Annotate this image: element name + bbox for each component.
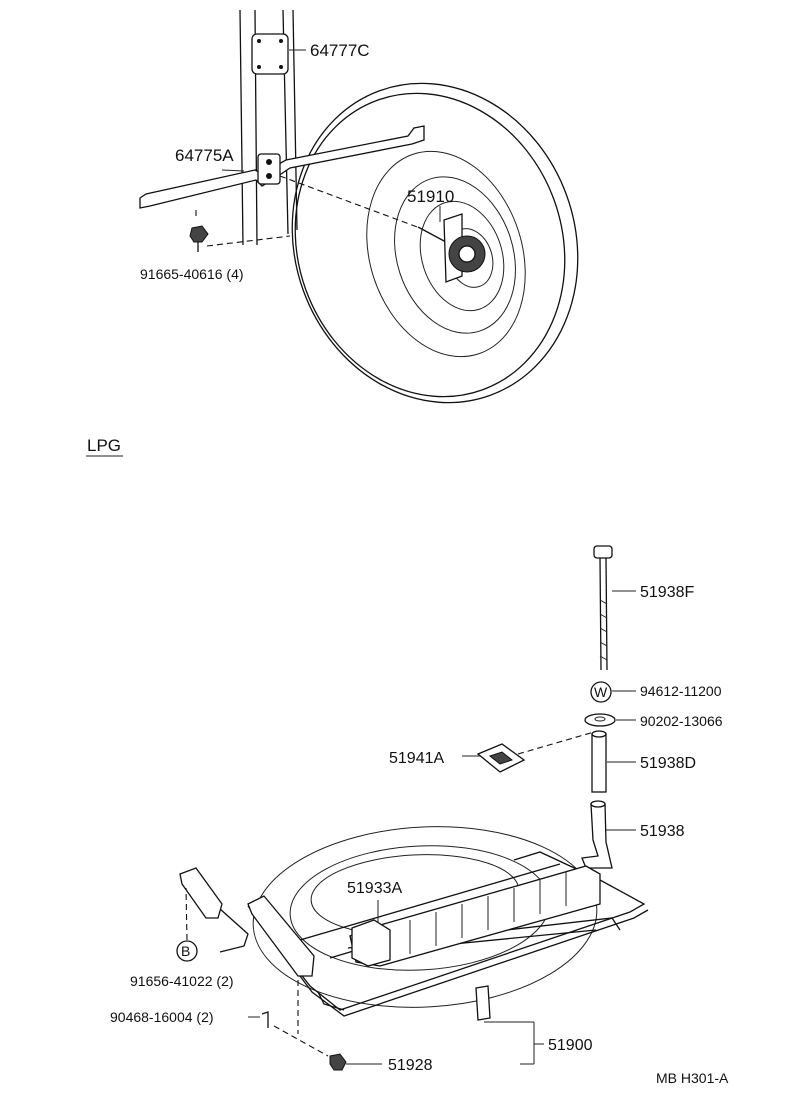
label-51910: 51910 bbox=[407, 187, 454, 206]
label-90202: 90202-13066 bbox=[640, 713, 723, 729]
washer-mark: W bbox=[594, 684, 608, 700]
washer-90202 bbox=[584, 713, 636, 727]
bolt-91656: B bbox=[176, 887, 198, 962]
label-94612: 94612-11200 bbox=[640, 683, 722, 699]
plate-51941a bbox=[462, 731, 595, 773]
label-51941a: 51941A bbox=[389, 750, 444, 767]
bolt-mark: B bbox=[181, 943, 190, 959]
diagram-code: MB H301-A bbox=[656, 1070, 729, 1086]
label-51938d: 51938D bbox=[640, 755, 696, 772]
label-51938: 51938 bbox=[640, 823, 685, 840]
label-91656: 91656-41022 (2) bbox=[130, 973, 234, 989]
label-51928: 51928 bbox=[388, 1057, 433, 1074]
tube-51938d bbox=[591, 730, 636, 793]
label-91665: 91665-40616 (4) bbox=[140, 266, 244, 282]
label-51900: 51900 bbox=[548, 1037, 593, 1054]
hook-51938 bbox=[581, 800, 636, 869]
bolt-91665 bbox=[189, 208, 291, 252]
hold-down-51910 bbox=[279, 175, 486, 283]
label-64777c: 64777C bbox=[310, 41, 370, 60]
bolt-51928 bbox=[329, 1053, 382, 1071]
label-64775a: 64775A bbox=[175, 146, 234, 165]
label-51938f: 51938F bbox=[640, 584, 694, 601]
plate-64777c bbox=[251, 33, 306, 75]
lpg-assembly: W bbox=[176, 545, 649, 1071]
label-51933a: 51933A bbox=[347, 880, 402, 897]
washer-94612: W bbox=[590, 681, 636, 703]
label-90468: 90468-16004 (2) bbox=[110, 1009, 214, 1025]
long-bolt-51938f bbox=[593, 545, 636, 671]
spare-tire bbox=[291, 82, 579, 404]
lpg-heading: LPG bbox=[87, 436, 121, 455]
upper-assembly bbox=[139, 9, 579, 404]
leader-51900 bbox=[484, 1021, 544, 1065]
tire-block-51933a bbox=[349, 865, 601, 967]
pin-90468 bbox=[248, 980, 329, 1057]
carrier-bar-64775a bbox=[139, 125, 425, 209]
